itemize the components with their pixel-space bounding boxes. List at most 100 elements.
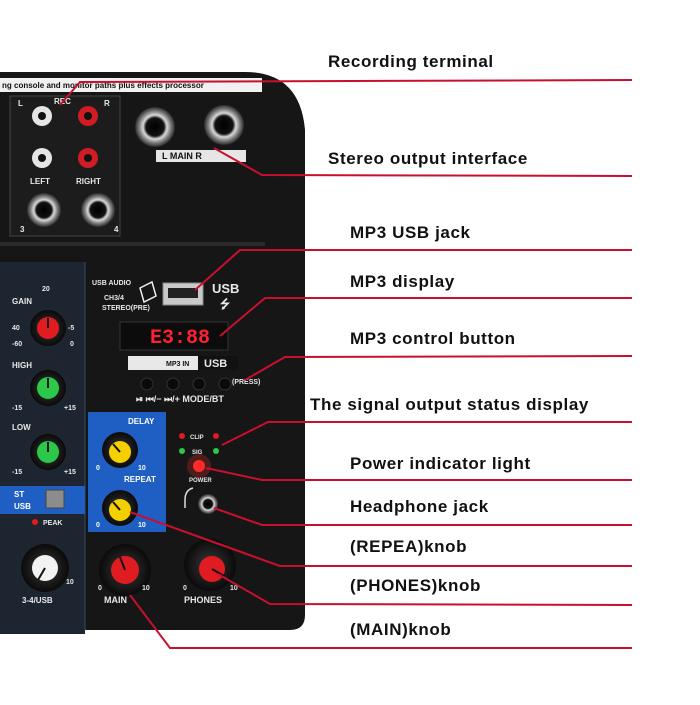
usb-port-slot	[168, 288, 198, 298]
leader-usb	[194, 249, 632, 291]
usb-icon: ⭍	[220, 297, 230, 311]
leader-main	[129, 594, 632, 649]
phones-label: PHONES	[184, 595, 222, 605]
high-min: -15	[12, 405, 22, 412]
delay-label: DELAY	[128, 417, 155, 426]
main-out-r-jack[interactable]	[204, 105, 244, 145]
repeat-max: 10	[138, 522, 146, 529]
callout-repeat-knob: (REPEA)knob	[350, 537, 468, 556]
main-label: MAIN	[104, 595, 127, 605]
press-label: (PRESS)	[232, 379, 260, 386]
st-label: ST	[14, 490, 24, 499]
repeat-min: 0	[96, 522, 100, 529]
usb-audio-label: USB AUDIO	[92, 280, 132, 287]
left-rca-hole	[38, 154, 46, 162]
clip-led-right	[213, 433, 219, 439]
mp3-display-readout: E3:88	[150, 327, 210, 350]
callout-recording-terminal: Recording terminal	[328, 52, 494, 71]
gain-right: -5	[68, 325, 74, 332]
main-max: 10	[142, 585, 150, 592]
usb-audio-icon	[139, 280, 157, 304]
leader-mp3-control	[244, 355, 633, 381]
play-pause-button[interactable]	[140, 377, 154, 391]
rec-l-label: L	[18, 99, 23, 108]
next-button[interactable]	[192, 377, 206, 391]
delay-knob-pointer	[112, 443, 121, 453]
sig-led-right	[213, 448, 219, 454]
delay-max: 10	[138, 465, 146, 472]
left-label: LEFT	[30, 177, 50, 186]
power-led	[193, 460, 205, 472]
leader-signal-status	[221, 421, 632, 446]
repeat-label: REPEAT	[124, 475, 156, 484]
usb-badge-bg	[198, 356, 238, 370]
callout-headphone-jack: Headphone jack	[350, 497, 489, 516]
panel-divider	[0, 242, 265, 246]
callout-stereo-output: Stereo output interface	[328, 149, 528, 168]
st-usb-switch[interactable]	[45, 489, 65, 509]
clip-label: CLIP	[190, 435, 204, 441]
leader-lines	[59, 79, 633, 649]
leader-repeat	[129, 511, 632, 567]
ch34-label: CH3/4	[104, 295, 124, 302]
headphone-icon	[184, 487, 194, 508]
main-min: 0	[98, 585, 102, 592]
leader-mp3-display	[219, 297, 632, 337]
delay-min: 0	[96, 465, 100, 472]
rec-r-rca-hole	[84, 112, 92, 120]
right-label: RIGHT	[76, 177, 101, 186]
phones-knob-pointer	[211, 568, 225, 577]
main-out-l-jack[interactable]	[135, 107, 175, 147]
main-knob-pointer	[119, 556, 126, 571]
leader-stereo-out	[213, 147, 633, 177]
callout-power-light: Power indicator light	[350, 454, 531, 473]
jack-3[interactable]	[27, 193, 61, 227]
phones-max: 10	[230, 585, 238, 592]
gain-left: 40	[12, 325, 20, 332]
callout-signal-status: The signal output status display	[310, 395, 589, 414]
prev-button[interactable]	[166, 377, 180, 391]
transport-labels: ⏯ ⏮/− ⏭/+ MODE/BT	[136, 394, 224, 404]
sig-led-left	[179, 448, 185, 454]
jack-3-label: 3	[20, 225, 25, 234]
low-label: LOW	[12, 423, 31, 432]
callout-mp3-usb-jack: MP3 USB jack	[350, 223, 471, 242]
top-strip-text: ng console and monitor paths plus effect…	[2, 81, 204, 90]
clip-led-left	[179, 433, 185, 439]
high-label: HIGH	[12, 361, 32, 370]
leader-headphone	[213, 507, 632, 526]
peak-label: PEAK	[43, 520, 62, 527]
leader-power	[205, 467, 632, 481]
headphone-jack[interactable]	[198, 494, 218, 514]
right-rca-hole	[84, 154, 92, 162]
main-out-label: L MAIN R	[162, 151, 202, 161]
low-max: +15	[64, 469, 76, 476]
gain-label: GAIN	[12, 297, 32, 306]
power-label: POWER	[189, 478, 212, 484]
mp3-display	[119, 321, 229, 351]
gain-br: 0	[70, 341, 74, 348]
high-max: +15	[64, 405, 76, 412]
mode-bt-button[interactable]	[218, 377, 232, 391]
callout-mp3-control: MP3 control button	[350, 329, 516, 348]
rec-r-label: R	[104, 99, 110, 108]
rec-l-rca-hole	[38, 112, 46, 120]
leader-recording	[59, 79, 633, 106]
low-min: -15	[12, 469, 22, 476]
callout-phones-knob: (PHONES)knob	[350, 576, 481, 595]
leader-phones	[217, 573, 633, 606]
jack-4[interactable]	[81, 193, 115, 227]
ch34-usb-label: 3-4/USB	[22, 596, 53, 605]
phones-min: 0	[183, 585, 187, 592]
gain-top: 20	[42, 286, 50, 293]
peak-led	[32, 519, 38, 525]
sig-label: SIG	[192, 450, 203, 456]
ch34-knob-pointer	[37, 567, 46, 581]
callout-mp3-display: MP3 display	[350, 272, 455, 291]
usb-switch-label: USB	[14, 502, 31, 511]
jack-4-label: 4	[114, 225, 119, 234]
st-usb-panel	[0, 486, 85, 514]
stereo-pre-label: STEREO(PRE)	[102, 305, 150, 312]
